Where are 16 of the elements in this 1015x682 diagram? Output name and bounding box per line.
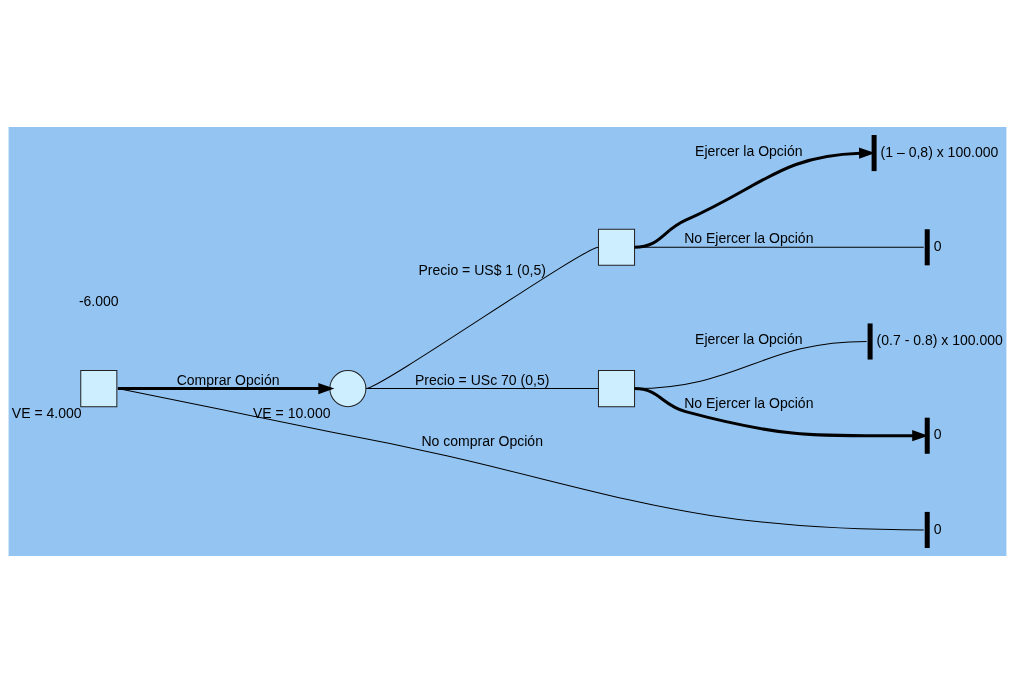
edge-label: No Ejercer la Opción: [684, 394, 814, 411]
node-label: VE = 10.000: [252, 404, 331, 421]
label: -6.000: [78, 292, 119, 309]
node-label: (0.7 - 0.8) x 100.000: [876, 331, 1003, 348]
node-label: VE = 4.000: [11, 404, 82, 421]
edge-label: Ejercer la Opción: [695, 142, 803, 159]
node-label: 0: [933, 237, 942, 254]
edge-label: Ejercer la Opción: [695, 330, 803, 347]
node-label: (1 – 0,8) x 100.000: [880, 143, 999, 160]
edge-label: No comprar Opción: [421, 432, 543, 449]
node-label: 0: [933, 425, 942, 442]
edge-label: Precio = US$ 1 (0,5): [418, 261, 546, 278]
edge-label: Precio = USc 70 (0,5): [415, 371, 550, 388]
node-label: 0: [933, 520, 942, 537]
edge-label: No Ejercer la Opción: [684, 229, 814, 246]
edge-label: Comprar Opción: [176, 371, 280, 388]
